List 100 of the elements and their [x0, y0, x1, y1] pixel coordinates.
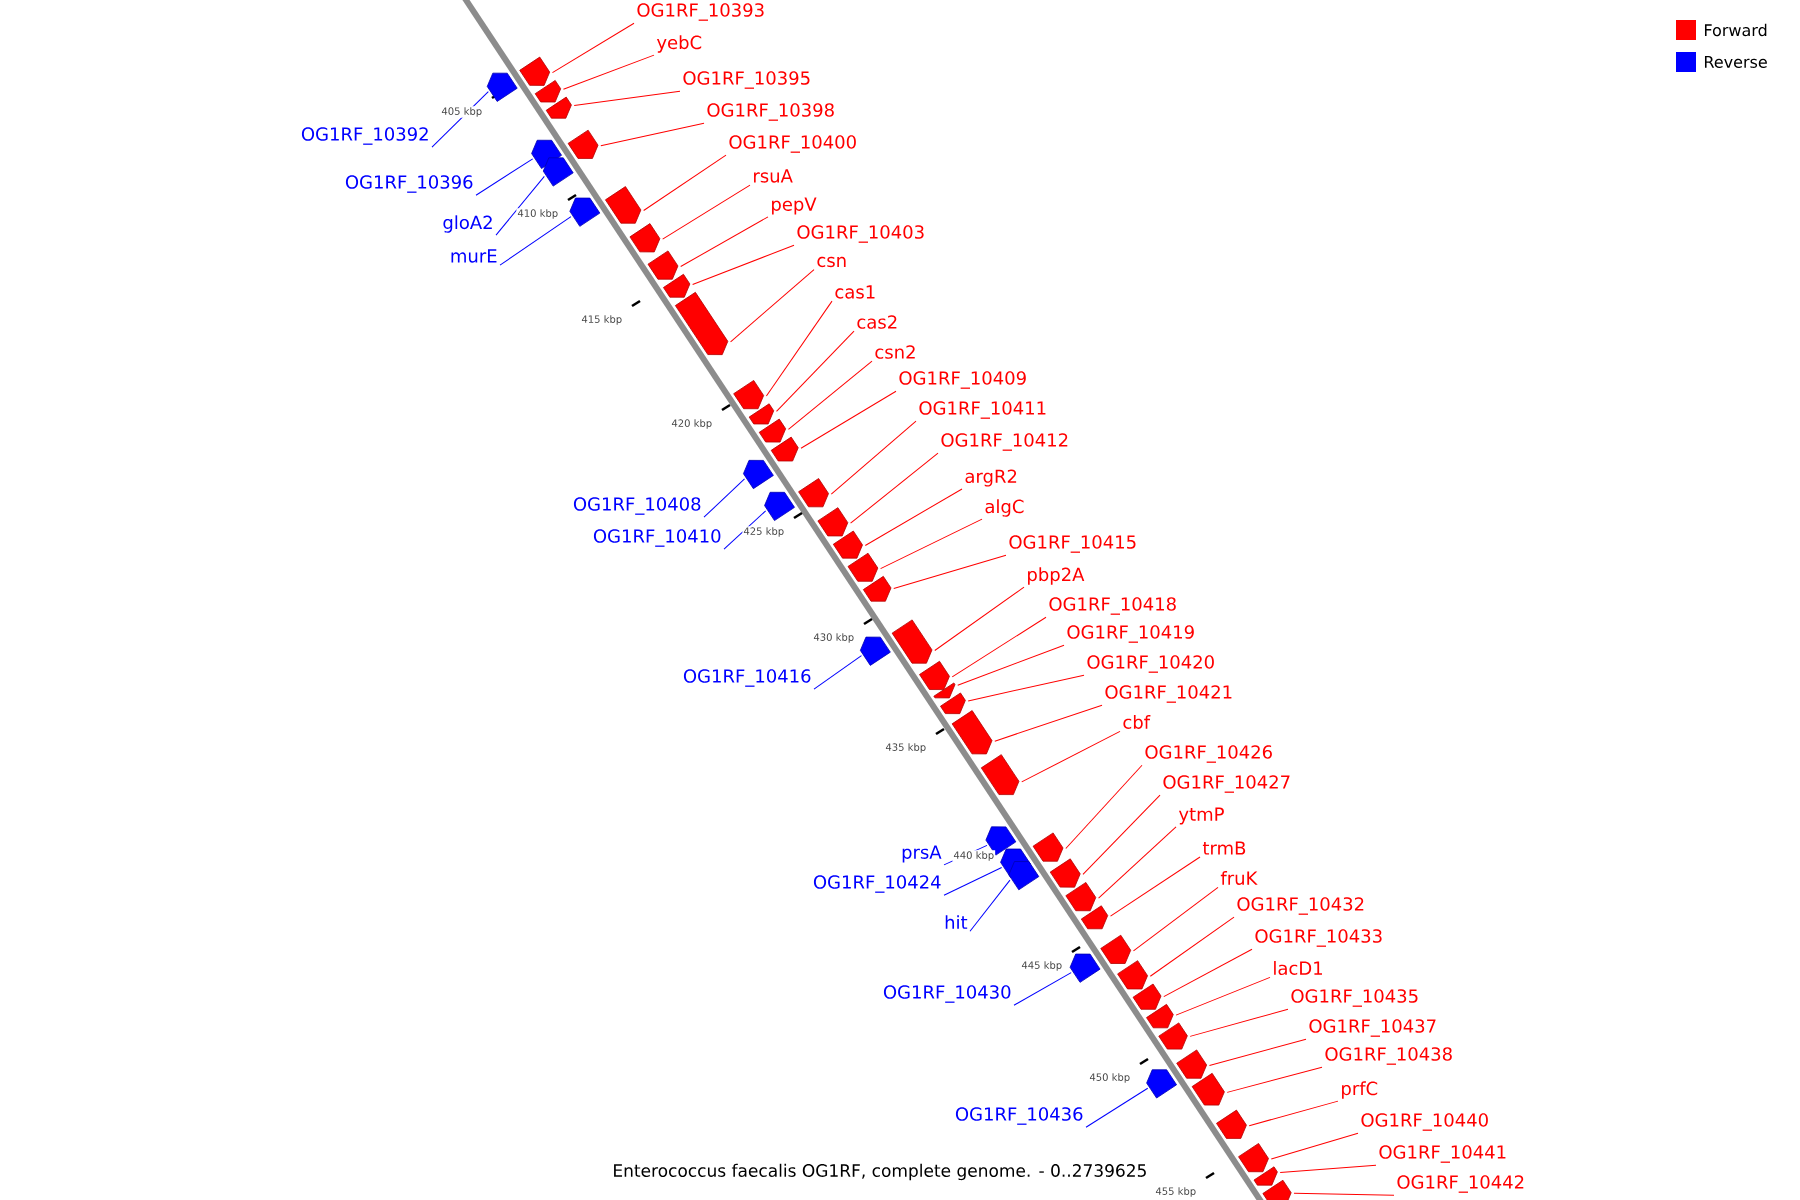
- gene-label: OG1RF_10426: [1145, 745, 1272, 763]
- gene-label: cas2: [857, 315, 897, 329]
- leader-line: [499, 216, 572, 266]
- gene-label: cbf: [1123, 715, 1151, 729]
- gene-block: [531, 139, 562, 169]
- leader-line: [703, 478, 746, 518]
- gene-label: OG1RF_10403: [797, 225, 924, 243]
- gene-block: [1032, 832, 1064, 862]
- gene-block: [743, 459, 774, 490]
- leader-line: [850, 452, 939, 524]
- gene-block: [545, 96, 572, 119]
- gene-block: [1049, 858, 1081, 888]
- leader-line: [495, 175, 545, 236]
- gene-block: [1176, 1049, 1208, 1079]
- leader-line: [431, 91, 489, 148]
- leader-line: [1021, 730, 1121, 783]
- gene-label: OG1RF_10419: [1067, 625, 1194, 643]
- gene-label: lacD1: [1274, 961, 1322, 975]
- gene-block: [1253, 1166, 1278, 1186]
- leader-line: [957, 644, 1065, 686]
- gene-label: hit: [945, 915, 968, 929]
- gene-label: gloA2: [443, 215, 492, 233]
- gene-label: OG1RF_10393: [637, 3, 764, 21]
- gene-label: fruK: [1220, 871, 1258, 885]
- gene-label: argR2: [965, 469, 1017, 487]
- gene-block: [1117, 960, 1148, 990]
- gene-label: OG1RF_10416: [683, 669, 811, 687]
- leader-line: [692, 244, 795, 285]
- leader-line: [864, 488, 963, 546]
- leader-line: [1085, 1087, 1149, 1128]
- leader-line: [551, 22, 635, 74]
- gene-label: OG1RF_10392: [301, 127, 428, 145]
- gene-label: OG1RF_10421: [1105, 685, 1232, 703]
- leader-line: [1013, 972, 1072, 1006]
- leader-line: [893, 554, 1007, 589]
- gene-block: [770, 436, 799, 462]
- leader-line: [787, 360, 873, 430]
- gene-block: [832, 530, 863, 559]
- gene-label: OG1RF_10418: [1049, 597, 1176, 615]
- gene-block: [605, 186, 642, 224]
- leader-line: [765, 300, 833, 397]
- legend-label: Reverse: [1705, 56, 1767, 68]
- gene-block: [1080, 905, 1109, 930]
- leader-line: [1132, 886, 1219, 952]
- gene-label: pepV: [772, 197, 817, 215]
- gene-block: [951, 710, 993, 755]
- leader-line: [680, 216, 769, 267]
- gene-label: OG1RF_10424: [813, 875, 941, 893]
- gene-label: OG1RF_10396: [345, 175, 473, 193]
- gene-block: [847, 552, 879, 582]
- gene-label: yebC: [656, 35, 702, 53]
- leader-line: [994, 704, 1103, 742]
- gene-label: OG1RF_10436: [955, 1107, 1083, 1125]
- gene-label: csn: [817, 256, 846, 268]
- gene-block: [1065, 882, 1097, 912]
- leader-line: [475, 158, 534, 196]
- leader-line: [880, 518, 983, 570]
- gene-label: OG1RF_10440: [1361, 1113, 1488, 1131]
- gene-label: OG1RF_10410: [593, 529, 721, 547]
- gene-label: OG1RF_10432: [1237, 897, 1364, 915]
- gene-block: [1069, 953, 1101, 983]
- gene-block: [663, 273, 691, 298]
- leader-line: [730, 269, 815, 343]
- gene-block: [733, 380, 765, 410]
- gene-label: OG1RF_10437: [1309, 1019, 1436, 1037]
- leader-line: [967, 674, 1085, 702]
- leader-line: [1293, 1192, 1395, 1196]
- gene-block: [859, 636, 891, 666]
- gene-block: [1146, 1003, 1174, 1029]
- caption: Enterococcus faecalis OG1RF, complete genome. - 0..2739625: [614, 1163, 1146, 1181]
- leader-line: [1098, 826, 1177, 899]
- leader-line: [643, 154, 727, 211]
- gene-block: [534, 80, 562, 103]
- gene-block: [567, 129, 599, 159]
- leader-line: [969, 879, 1011, 932]
- gene-label: pbp2A: [1028, 567, 1085, 585]
- gene-label: cas1: [835, 285, 875, 299]
- gene-block: [933, 682, 956, 699]
- gene-block: [1132, 983, 1162, 1010]
- leader-line: [562, 54, 655, 90]
- leader-line: [1270, 1132, 1359, 1160]
- gene-label: OG1RF_10430: [883, 985, 1011, 1003]
- leader-line: [1208, 1038, 1307, 1067]
- leader-line: [1189, 1008, 1289, 1037]
- gene-block: [1146, 1069, 1177, 1099]
- leader-line: [1279, 1164, 1377, 1173]
- gene-block: [1262, 1179, 1292, 1200]
- gene-block: [748, 403, 775, 425]
- gene-label: trmB: [1202, 841, 1246, 855]
- gene-label: OG1RF_10435: [1291, 989, 1418, 1007]
- gene-label: rsuA: [754, 169, 793, 183]
- gene-block: [629, 223, 661, 253]
- gene-label: OG1RF_10438: [1325, 1047, 1452, 1065]
- gene-block: [1216, 1109, 1247, 1139]
- gene-label: OG1RF_10415: [1009, 535, 1136, 553]
- gene-block: [519, 56, 551, 86]
- gene-block: [1100, 934, 1132, 964]
- leader-line: [1226, 1066, 1323, 1093]
- gene-block: [764, 491, 795, 521]
- gene-block: [980, 754, 1020, 795]
